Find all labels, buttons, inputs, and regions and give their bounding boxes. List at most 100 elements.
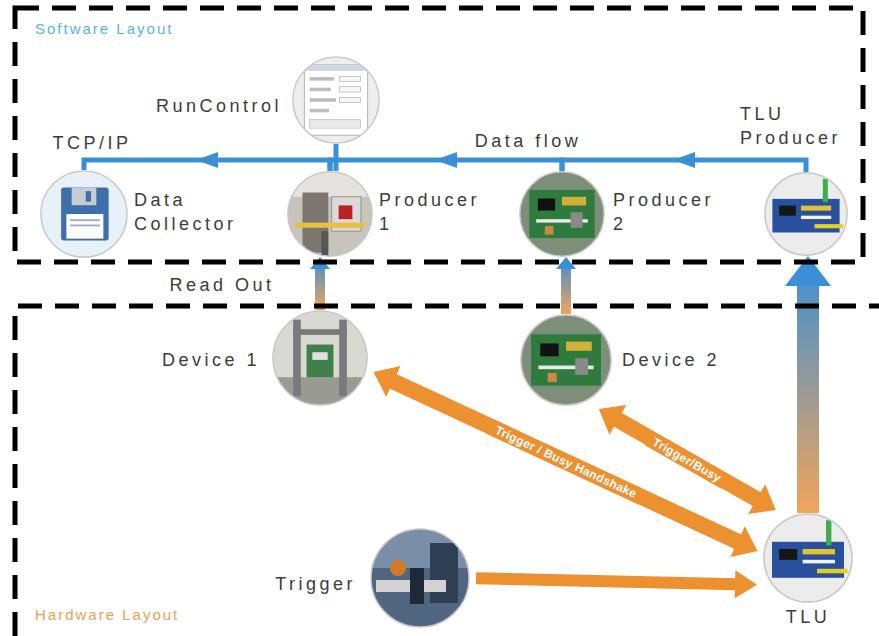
photo-detail [566,342,592,351]
photo-ground [272,310,368,406]
photo-detail [310,88,331,92]
node-label: Data Collector [134,188,237,236]
arrowhead [673,152,695,168]
photo-detail [307,345,334,378]
photo-rim [520,172,604,256]
edge-label-holder: Data flow [475,129,582,153]
photo-detail [571,212,583,227]
photo-rim [41,171,127,257]
photo-icon [292,56,380,144]
photo-detail [531,334,601,386]
connector-line [334,144,339,171]
photo-detail [803,549,835,554]
label-holder: Device 2 [622,348,720,372]
arrowhead [730,526,757,557]
label-holder: RunControl [156,94,282,118]
node-label: Trigger [275,572,356,596]
connector [336,144,337,171]
connector [785,256,831,513]
photo-detail [801,216,831,219]
photo-detail [823,179,828,203]
photo-node: Device 1 [272,310,368,406]
photo-rim [371,529,469,627]
edge-label: Trigger / Busy Handshake [487,419,645,504]
connector-line [476,578,736,584]
photo-ground [519,171,605,257]
photo-rim [764,514,852,602]
photo-detail [814,224,843,228]
connector [330,152,562,171]
photo-icon [764,172,848,256]
photo-detail [72,188,97,206]
label-holder: Trigger [275,572,356,596]
photo-detail [312,352,327,360]
photo-detail [340,76,361,81]
photo-rim [293,57,379,143]
photo-detail [310,119,361,128]
photo-icon [519,171,605,257]
photo-icon [287,171,373,257]
photo-icon [370,528,470,628]
label-holder: Device 1 [162,348,260,372]
photo-detail [86,191,91,202]
label-holder: Producer 2 [613,188,714,236]
arrowhead [373,366,400,397]
photo-rim [273,311,367,405]
label-holder: TLU Producer [740,102,841,150]
photo-detail [321,231,328,257]
photo-node: Data Collector [40,170,128,258]
arrowhead [735,570,757,598]
edge-label: TCP/IP [52,131,131,155]
node-label: TLU [786,605,831,629]
photo-icon [272,310,368,406]
photo-ground [763,513,853,603]
layout-band: Hardware Layout Device 1 Device 2 TriggerTL… [15,306,879,636]
photo-detail [540,343,558,356]
photo-detail [339,205,353,219]
connector-line [797,285,819,513]
band-title: Hardware Layout [35,605,179,625]
photo-detail [826,520,831,545]
photo-detail [310,77,335,81]
photo-detail [66,214,103,239]
photo-detail [304,65,367,71]
connector-line [617,419,758,499]
edge-label: Trigger/Busy [645,430,730,488]
connector [84,152,330,171]
photo-detail [340,87,361,92]
edge-label-holder: Read Out [169,273,274,297]
edge-label: Read Out [169,273,274,297]
photo-node: TLU Producer [764,172,848,256]
arrowhead [748,484,776,514]
photo-detail [310,98,336,102]
photo-rim [288,172,372,256]
label-holder: Software Layout [35,19,173,39]
photo-ground [292,56,380,144]
photo-detail [410,568,424,604]
edge-label-holder: TCP/IP [52,131,131,155]
photo-detail [562,197,586,206]
edge-label-holder: Trigger/Busy [645,430,730,488]
photo-detail [803,560,835,564]
photo-ground [287,171,373,257]
photo-detail [390,560,406,576]
label-holder: Producer 1 [379,188,480,236]
photo-ground [40,170,128,258]
label-holder: Data Collector [134,188,237,236]
node-label: RunControl [156,94,282,118]
photo-detail [70,219,100,221]
edge-label-holder: Trigger / Busy Handshake [487,419,645,504]
photo-detail [779,549,797,560]
connector [599,405,776,514]
photo-node: Producer 2 [519,171,605,257]
photo-icon [763,513,853,603]
photo-detail [529,190,594,238]
photo-detail [801,206,831,211]
arrowhead [196,152,218,168]
node-label: Producer 1 [379,188,480,236]
photo-detail [817,569,848,574]
photo-node: Producer 1 [287,171,373,257]
photo-detail [575,358,588,375]
node-label: Device 1 [162,348,260,372]
photo-rim [521,315,611,405]
